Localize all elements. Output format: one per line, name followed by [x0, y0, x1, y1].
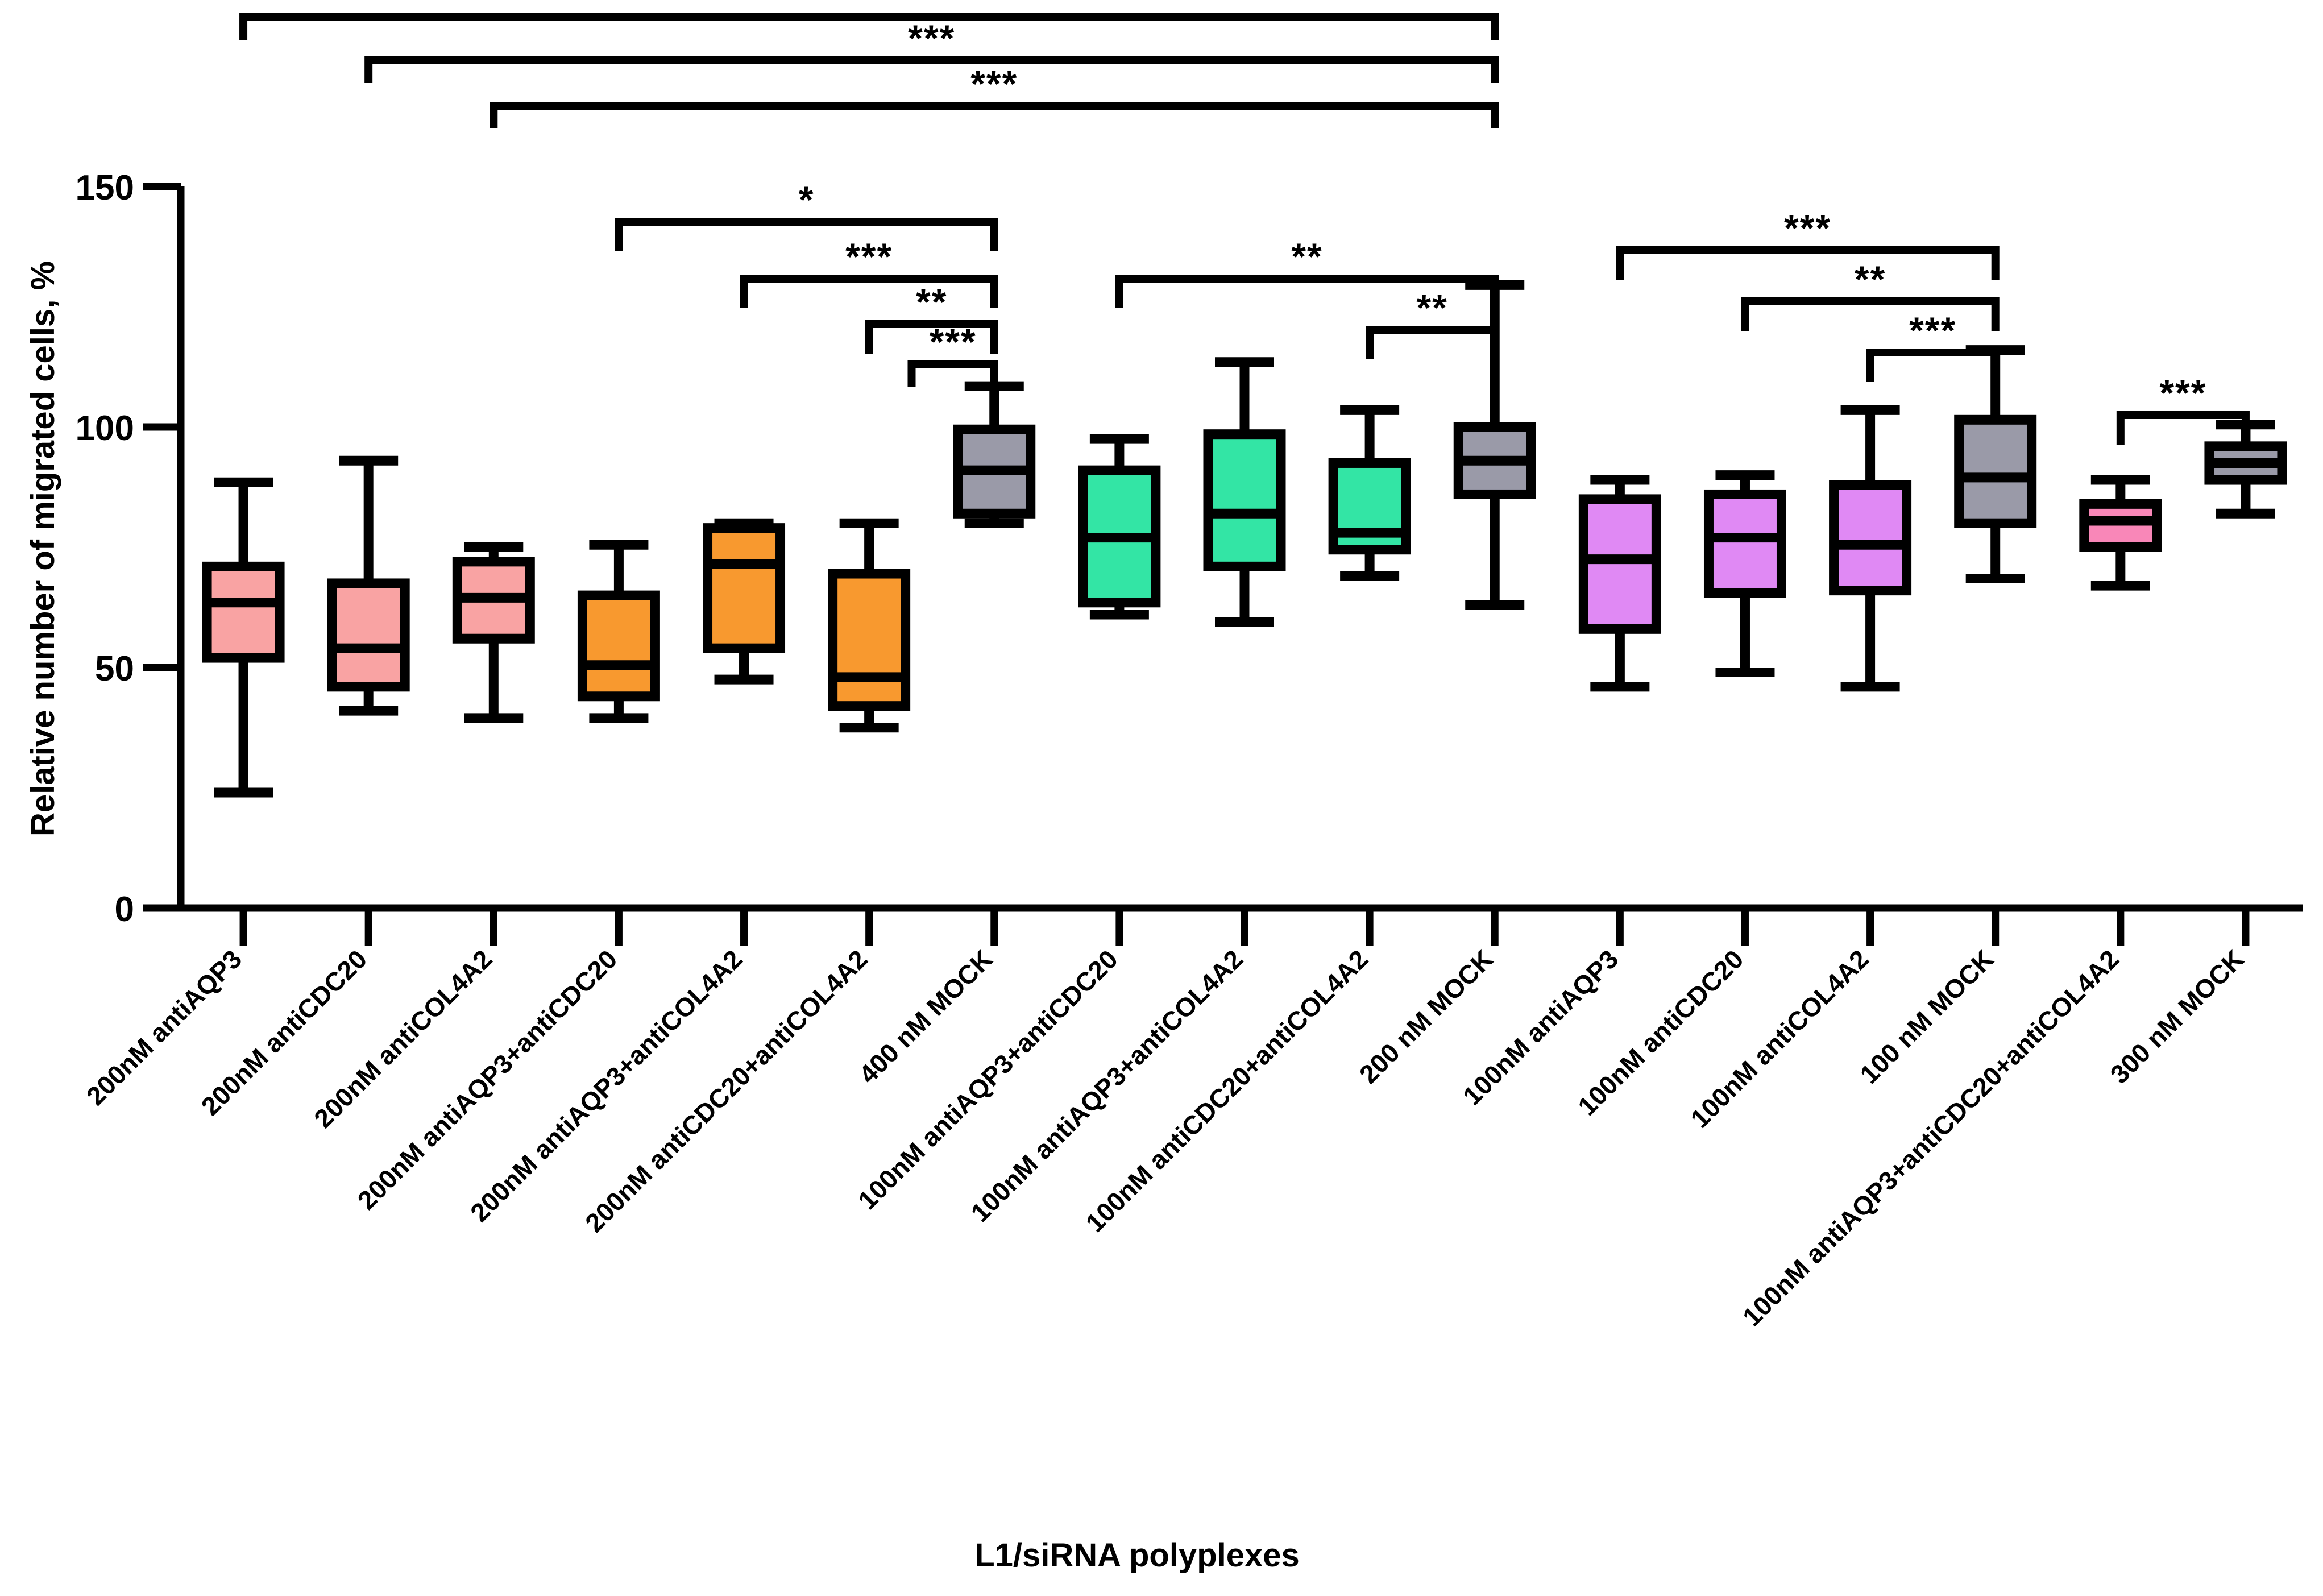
box-plot-item[interactable]	[953, 381, 1036, 528]
box-plot-item[interactable]	[577, 540, 660, 723]
bracket-path	[615, 218, 998, 251]
bracket-path	[490, 102, 1499, 128]
bracket-path	[1866, 349, 2000, 382]
box-iqr[interactable]	[828, 569, 911, 711]
x-tick-label: 100nM antiAQP3+antiCDC20	[852, 944, 1123, 1215]
significance-label: ***	[845, 235, 893, 277]
box-plot-layer	[202, 280, 2287, 798]
box-plot-item[interactable]	[327, 455, 410, 716]
x-tick-label: 200nM antiAQP3+antiCDC20	[352, 944, 623, 1215]
significance-bracket: ***	[490, 63, 1499, 128]
box-plot-item[interactable]	[202, 477, 285, 798]
significance-label: **	[1291, 235, 1322, 277]
box-iqr[interactable]	[703, 523, 786, 653]
significance-bracket: *	[615, 179, 998, 251]
significance-bracket: **	[1741, 258, 2000, 331]
x-tick-label: 100 nM MOCK	[1854, 944, 1999, 1089]
significance-label: **	[1855, 258, 1886, 300]
box-iqr[interactable]	[1829, 480, 1912, 596]
significance-label: ***	[908, 17, 955, 59]
bracket-path	[1616, 246, 2000, 280]
y-tick-label: 150	[76, 168, 134, 208]
significance-label: ***	[930, 321, 977, 363]
y-tick-layer: 0 50 100 150	[76, 168, 181, 929]
significance-bracket: ***	[364, 17, 1499, 83]
significance-bracket: **	[1366, 287, 1499, 359]
x-tick-label: 200 nM MOCK	[1354, 944, 1499, 1089]
significance-label: ***	[1784, 207, 1831, 249]
significance-label: *	[799, 179, 815, 221]
y-axis-title: Relative number of migrated cells, %	[24, 261, 61, 836]
box-plot-item[interactable]	[1703, 470, 1786, 677]
significance-label: **	[916, 281, 947, 323]
box-iqr[interactable]	[1703, 489, 1786, 598]
bracket-path	[2116, 411, 2250, 445]
x-tick-label: 300 nM MOCK	[2105, 944, 2250, 1089]
box-plot-item[interactable]	[1954, 345, 2037, 583]
bracket-path	[907, 360, 998, 387]
box-plot-item[interactable]	[703, 518, 786, 685]
significance-label: ***	[2159, 372, 2206, 414]
significance-label: **	[1416, 287, 1447, 329]
box-iqr[interactable]	[577, 590, 660, 702]
significance-label: ***	[970, 63, 1018, 105]
box-plot-item[interactable]	[452, 542, 535, 723]
bracket-path	[1741, 297, 2000, 331]
box-plot-item[interactable]	[1328, 405, 1411, 581]
significance-bracket: **	[865, 281, 998, 354]
bracket-path	[1366, 326, 1499, 359]
bracket-path	[740, 275, 998, 308]
box-iqr[interactable]	[1203, 429, 1286, 571]
box-plot-item[interactable]	[1203, 357, 1286, 627]
x-tick-label: 100nM antiAQP3+antiCOL4A2	[965, 944, 1248, 1228]
box-plot-item[interactable]	[1453, 280, 1536, 610]
box-iqr[interactable]	[1954, 414, 2037, 528]
box-plot-item[interactable]	[2079, 475, 2162, 591]
significance-bracket: ***	[2116, 372, 2250, 445]
x-axis-title: L1/siRNA polyplexes	[974, 1537, 1300, 1574]
bracket-path	[364, 56, 1499, 83]
box-iqr[interactable]	[327, 578, 410, 692]
axes-layer	[177, 186, 2303, 912]
significance-label: ***	[845, 0, 893, 16]
x-tick-label: 200nM antiAQP3+antiCOL4A2	[464, 944, 748, 1228]
y-tick-label: 100	[76, 409, 134, 448]
box-plot-item[interactable]	[2204, 420, 2287, 519]
y-tick-label: 50	[95, 649, 134, 689]
bracket-path	[865, 320, 998, 354]
box-iqr[interactable]	[202, 561, 285, 663]
x-tick-label: 200nM antiCDC20+antiCOL4A2	[579, 944, 873, 1238]
significance-bracket: ***	[740, 235, 998, 308]
box-plot-item[interactable]	[1078, 434, 1161, 620]
y-tick-label: 0	[115, 890, 134, 929]
x-tick-label: 100nM antiCDC20+antiCOL4A2	[1080, 944, 1374, 1238]
bracket-path	[239, 13, 1499, 40]
significance-bracket: ***	[239, 0, 1499, 40]
box-plot-item[interactable]	[1829, 405, 1912, 692]
significance-bracket: ***	[1616, 207, 2000, 280]
significance-label: ***	[1909, 309, 1956, 351]
box-plot-item[interactable]	[828, 518, 911, 733]
box-plot-item[interactable]	[1578, 475, 1661, 692]
x-tick-layer	[239, 908, 2250, 946]
significance-bracket: ***	[907, 321, 998, 387]
x-tick-label: 400 nM MOCK	[853, 944, 998, 1089]
